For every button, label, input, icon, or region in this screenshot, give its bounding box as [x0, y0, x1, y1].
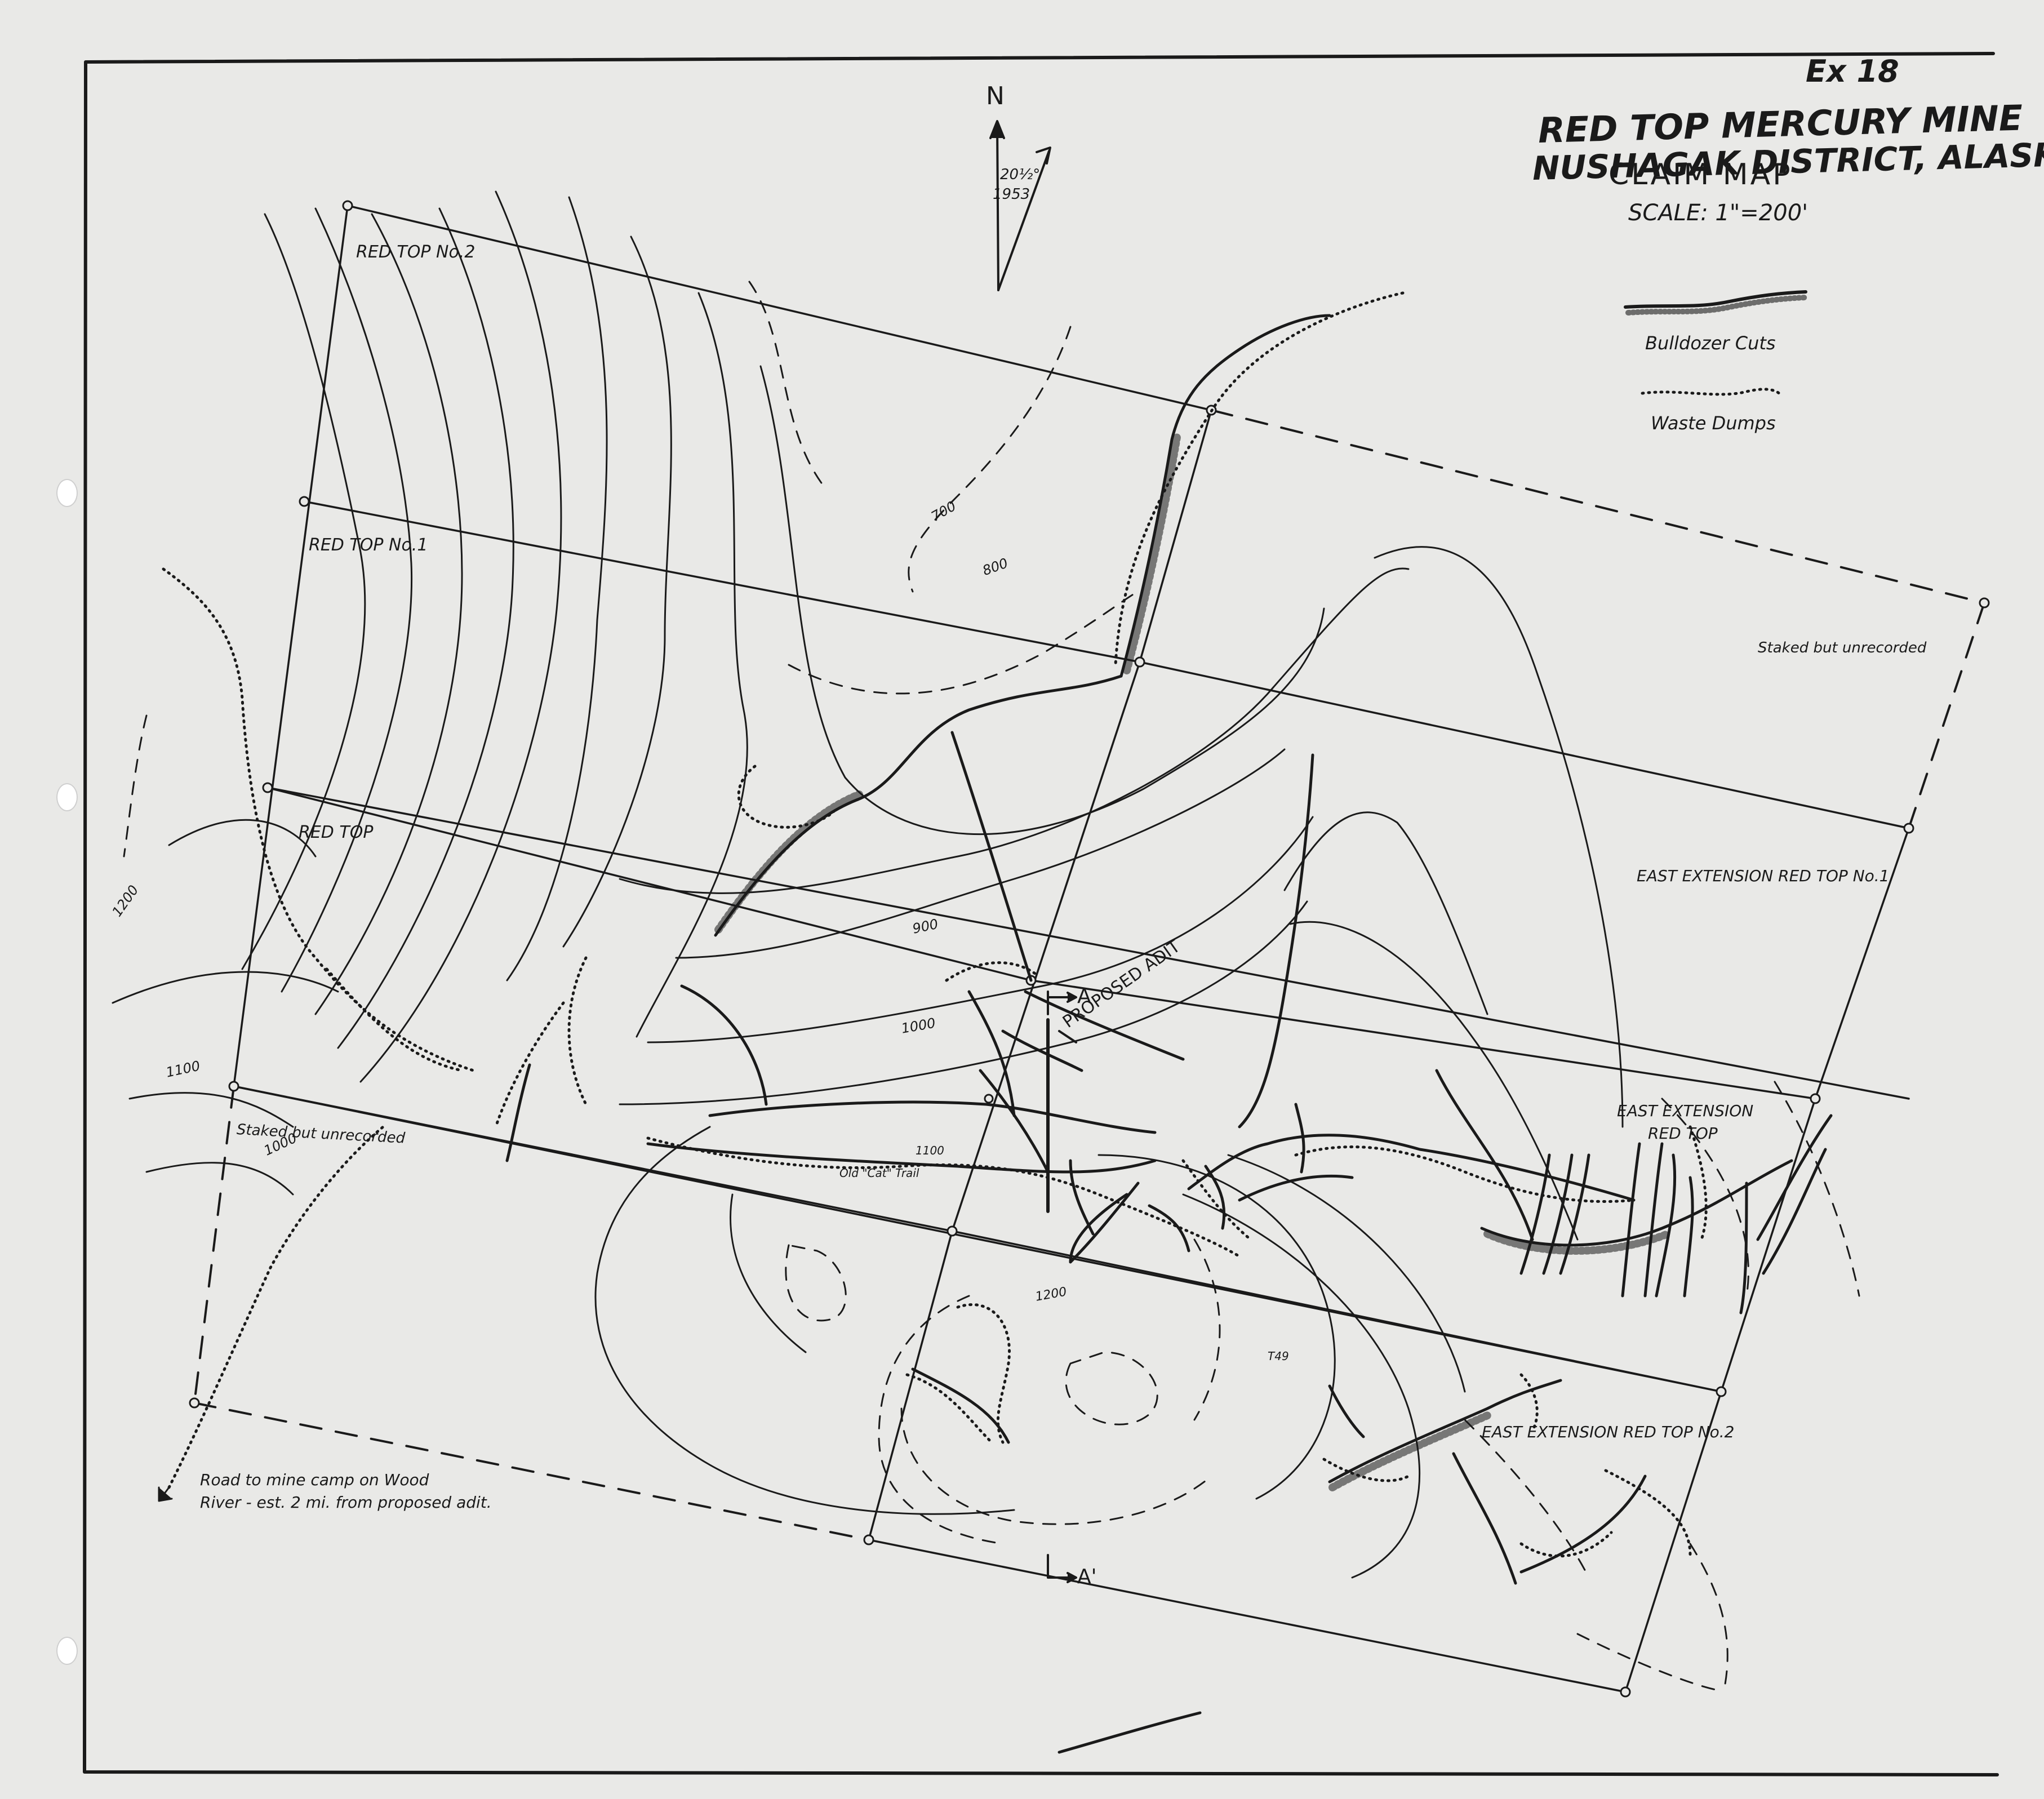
note-staked-right: Staked but unrecorded [1758, 639, 1927, 656]
claim-red-top-no1: RED TOP No.1 [309, 535, 428, 555]
road-arrow [158, 1486, 173, 1502]
legend-bulldozer-label: Bulldozer Cuts [1645, 332, 1776, 354]
north-label: N [986, 82, 1005, 110]
contour-lines [112, 190, 1624, 1579]
note-trail: Old "Cat" Trail [839, 1166, 919, 1180]
claim-red-top-no2: RED TOP No.2 [356, 242, 476, 262]
declination-year: 1953 [993, 186, 1030, 203]
map-border [83, 52, 1999, 1776]
north-arrow [989, 120, 1051, 291]
legend-waste-label: Waste Dumps [1651, 412, 1776, 434]
cut-hatches [714, 430, 1672, 1491]
declination-label: 20½° [1000, 166, 1041, 183]
bulldozer-cuts [505, 314, 1833, 1754]
note-road-line1: Road to mine camp on Wood [200, 1471, 429, 1489]
claim-east-ext-no2: EAST EXTENSION RED TOP No.2 [1482, 1423, 1735, 1441]
contour-label-1100-b: 1100 [916, 1144, 944, 1157]
map-type: CLAIM MAP [1608, 158, 1793, 192]
exhibit-number: Ex 18 [1806, 54, 1899, 89]
section-a-label: A [1077, 985, 1091, 1008]
punch-hole-2 [56, 783, 78, 811]
legend-waste-symbol [1641, 388, 1782, 396]
waste-dumps [162, 291, 1708, 1558]
section-line [1046, 990, 1077, 1583]
claim-corners [189, 200, 1990, 1698]
section-a-prime-label: A' [1077, 1565, 1097, 1588]
punch-hole-3 [56, 1637, 78, 1665]
map-scale: SCALE: 1"=200' [1628, 200, 1809, 226]
legend-bulldozer-symbol [1624, 290, 1809, 316]
claim-east-ext-no1: EAST EXTENSION RED TOP No.1 [1637, 867, 1890, 885]
claim-east-ext: EAST EXTENSION [1617, 1101, 1754, 1120]
claim-red-top: RED TOP [299, 823, 374, 842]
marker-t49: T49 [1268, 1349, 1289, 1363]
punch-hole-1 [56, 479, 78, 507]
claim-east-ext-red-top: RED TOP [1648, 1124, 1718, 1143]
unrecorded-boundaries [193, 409, 1985, 1541]
note-road-line2: River - est. 2 mi. from proposed adit. [200, 1493, 492, 1512]
contour-dashed [123, 281, 1860, 1691]
claim-boundaries [233, 205, 1910, 1693]
